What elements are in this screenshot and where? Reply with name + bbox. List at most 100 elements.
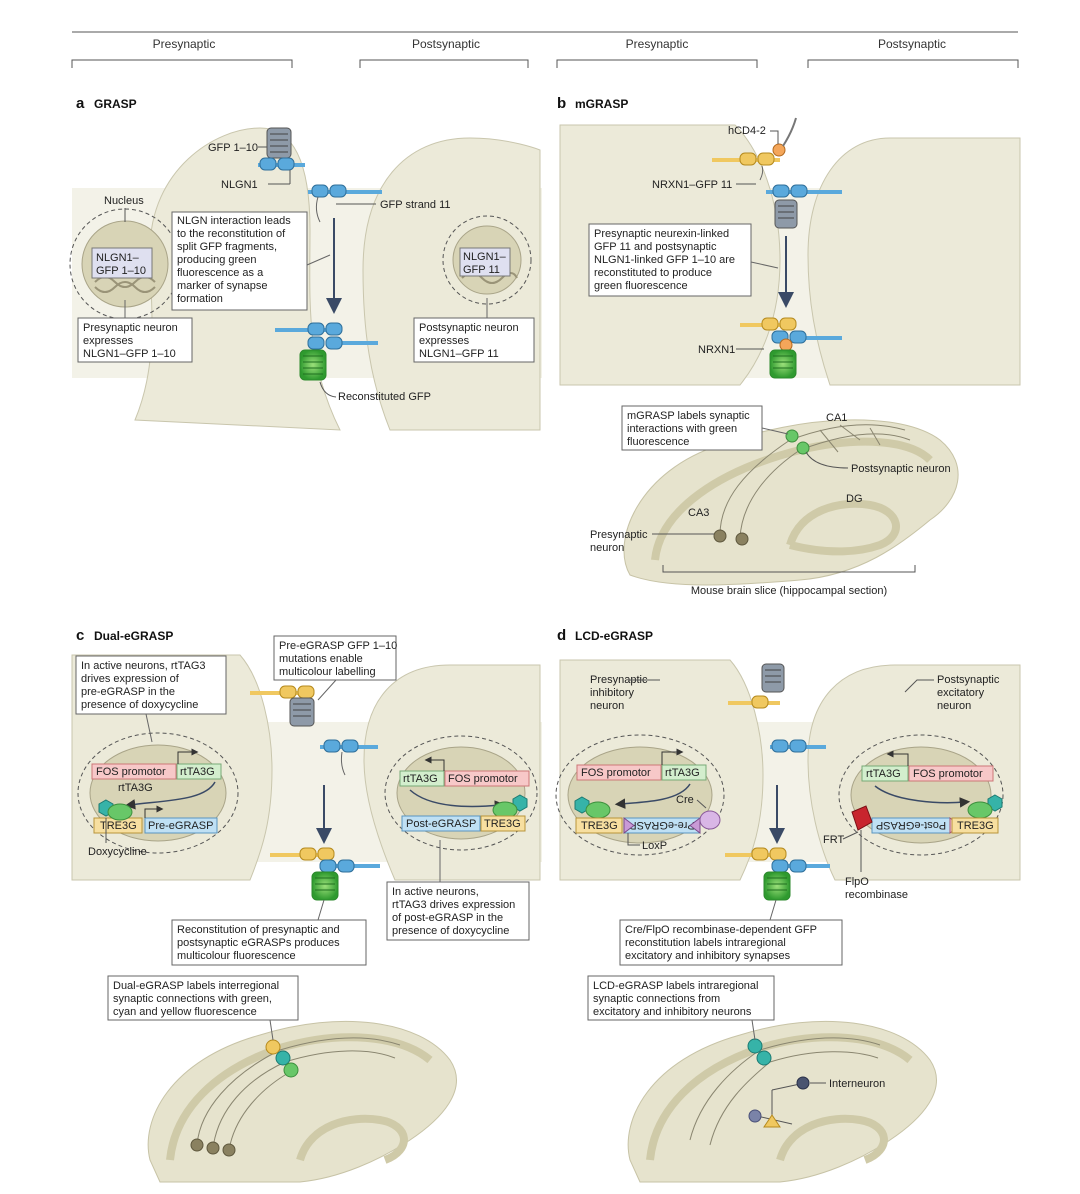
postsynaptic-cell-b: [807, 137, 1021, 386]
panel-c: c Dual-eGRASP FOS promotor rtTA3G rtTA3G…: [71, 627, 542, 1183]
panel-b: b mGRASP hCD4-2 NRXN1–GFP 11: [557, 95, 1021, 597]
callout-center-line6: marker of synapse: [177, 280, 267, 292]
callout-center: [171, 211, 308, 311]
post-excit-line1: Postsynaptic: [937, 674, 1000, 686]
rtta-right: [399, 770, 445, 787]
panel-d-title: LCD-eGRASP: [575, 629, 653, 643]
fos-promotor-right: [444, 770, 530, 787]
glowing-gfp-c-icon: [311, 871, 339, 901]
callout-c-bottom-line1: Reconstitution of presynaptic and: [177, 924, 340, 936]
hippocampus-c: [147, 1020, 457, 1183]
label-post-neuron: Postsynaptic neuron: [851, 463, 951, 475]
fos-left-label: FOS promotor: [96, 766, 166, 778]
callout-b: [588, 223, 752, 297]
post-egrasp-flipped-label: Post-eGRASP: [876, 819, 946, 831]
callout-c-top-line3: multicolour labelling: [279, 666, 376, 678]
callout-d-brain: [587, 975, 775, 1021]
flpo-label-1: FlpO: [845, 876, 869, 888]
callout-postsynaptic: [413, 317, 535, 363]
callout-c-bottom-line3: multicolour fluorescence: [177, 950, 296, 962]
post-egrasp-right-label: Post-eGRASP: [406, 818, 476, 830]
cre-label: Cre: [676, 794, 694, 806]
gfp-barrel-d-icon: [761, 663, 785, 693]
callout-c-brain: [107, 975, 299, 1021]
nuc-left-line2: GFP 1–10: [96, 265, 146, 277]
callout-c-bottom-line2: postsynaptic eGRASPs produces: [177, 937, 340, 949]
callout-center-line7: formation: [177, 293, 223, 305]
callout-b-line3: NLGN1-linked GFP 1–10 are: [594, 254, 735, 266]
callout-center-line4: producing green: [177, 254, 257, 266]
callout-d-bottom-line3: excitatory and inhibitory synapses: [625, 950, 791, 962]
header-presynaptic-left: Presynaptic: [153, 37, 216, 51]
panel-d-letter: d: [557, 627, 566, 644]
gfp-barrel-b-icon: [774, 199, 798, 229]
label-dg: DG: [846, 493, 863, 505]
callout-center-line3: split GFP fragments,: [177, 241, 277, 253]
callout-b-line5: green fluorescence: [594, 280, 688, 292]
callout-c-top: [273, 635, 397, 681]
fos-promotor-left: [91, 763, 177, 780]
callout-c-left-line2: drives expression of: [81, 673, 180, 685]
tre-d-right-label: TRE3G: [957, 820, 994, 832]
header-presynaptic-right: Presynaptic: [626, 37, 689, 51]
post-excit-line2: excitatory: [937, 687, 985, 699]
tre-d-left-label: TRE3G: [581, 820, 618, 832]
callout-b-brain-line1: mGRASP labels synaptic: [627, 410, 750, 422]
callout-d-bottom-line2: reconstitution labels intraregional: [625, 937, 786, 949]
pre-egrasp-left-label: Pre-eGRASP: [148, 820, 213, 832]
callout-b-line4: reconstituted to produce: [594, 267, 712, 279]
pre-egrasp-flipped-label: Pre-eGRASP: [629, 819, 694, 831]
panel-c-title: Dual-eGRASP: [94, 629, 173, 643]
glowing-gfp-d-icon: [763, 871, 791, 901]
label-gfp-strand: GFP strand 11: [380, 199, 451, 211]
rtta-left-label: rtTA3G: [180, 766, 215, 778]
panel-a-letter: a: [76, 95, 85, 112]
callout-b-brain-line2: interactions with green: [627, 423, 737, 435]
label-gfp110: GFP 1–10: [208, 142, 258, 154]
callout-c-left-line4: presence of doxycycline: [81, 699, 198, 711]
flpo-label-2: recombinase: [845, 889, 908, 901]
fos-d-right-label: FOS promotor: [913, 768, 983, 780]
label-nrxn-gfp11: NRXN1–GFP 11: [652, 179, 732, 191]
callout-d-bottom: [619, 919, 843, 966]
callout-center-line2: to the reconstitution of: [177, 228, 286, 240]
panel-c-letter: c: [76, 627, 84, 644]
header-postsynaptic-left: Postsynaptic: [412, 37, 480, 51]
hippocampus-d: [627, 1020, 937, 1183]
callout-c-left: [75, 655, 227, 715]
nuc-left-line1: NLGN1–: [96, 252, 140, 264]
label-reconstituted: Reconstituted GFP: [338, 391, 431, 403]
callout-d-bottom-line1: Cre/FlpO recombinase-dependent GFP: [625, 924, 817, 936]
fos-right-label: FOS promotor: [448, 773, 518, 785]
gfp-barrel-icon: [266, 127, 292, 159]
doxycycline-label: Doxycycline: [88, 846, 147, 858]
callout-c-right-line4: presence of doxycycline: [392, 925, 509, 937]
post-egrasp-right: [401, 815, 481, 832]
panel-d: d LCD-eGRASP FOS promotor rtTA3G TRE3G P…: [555, 627, 1021, 1183]
loxp-label: LoxP: [642, 840, 667, 852]
callout-c-right: [386, 881, 530, 941]
fos-d-left-label: FOS promotor: [581, 767, 651, 779]
rtta-d-left-label: rtTA3G: [665, 767, 700, 779]
flpo-recombinase-icon: [851, 805, 873, 831]
callout-c-bottom: [171, 919, 367, 966]
pre-inhib-line2: inhibitory: [590, 687, 635, 699]
hcd4-icon: [772, 143, 786, 157]
rtta-left: [176, 763, 222, 780]
glowing-gfp-b-icon: [769, 349, 797, 379]
interneuron-label: Interneuron: [829, 1078, 885, 1090]
pre-egrasp-left: [144, 817, 218, 834]
hippocampus-b: [623, 419, 959, 586]
callout-d-brain-line1: LCD-eGRASP labels intraregional: [593, 980, 759, 992]
label-ca3: CA3: [688, 507, 709, 519]
callout-c-top-line2: mutations enable: [279, 653, 363, 665]
pre-inhib-line3: neuron: [590, 700, 624, 712]
rtta-d-right-label: rtTA3G: [866, 768, 901, 780]
nlgn1-gfp110-gene: [91, 247, 153, 279]
label-hcd4: hCD4-2: [728, 125, 766, 137]
callout-c-right-line3: of post-eGRASP in the: [392, 912, 503, 924]
callout-post-line3: NLGN1–GFP 11: [419, 348, 499, 360]
callout-c-brain-line1: Dual-eGRASP labels interregional: [113, 980, 279, 992]
callout-b-line2: GFP 11 and postsynaptic: [594, 241, 717, 253]
